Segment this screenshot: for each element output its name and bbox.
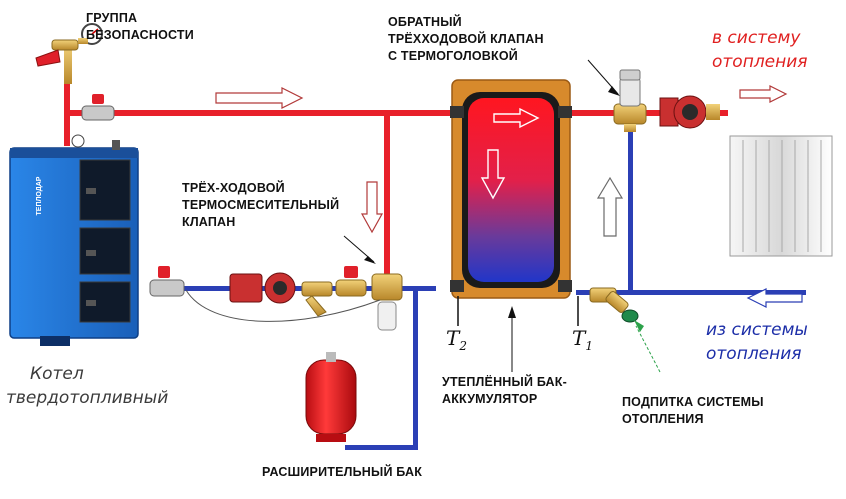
label-to-system-line2: отопления <box>712 52 808 72</box>
return-pipe-right <box>576 290 806 295</box>
label-tank: УТЕПЛЁННЫЙ БАК- АККУМУЛЯТОР <box>442 374 567 408</box>
boiler-gauge-icon <box>71 134 85 148</box>
label-tank-line1: УТЕПЛЁННЫЙ БАК- <box>442 375 567 389</box>
tank-flow-arrow-down <box>480 149 506 200</box>
label-boiler: Котел твердотопливный <box>6 362 168 410</box>
label-from-system-line2: отопления <box>706 344 802 364</box>
label-safety-group-line2: БЕЗОПАСНОСТИ <box>86 28 194 42</box>
label-mixing-valve-line2: ТЕРМОСМЕСИТЕЛЬНЫЙ <box>182 198 340 212</box>
flow-arrows-cold <box>746 288 803 308</box>
makeup-valve <box>589 287 639 323</box>
flow-arrow-up-right <box>596 176 624 237</box>
label-return-valve-line3: С ТЕРМОГОЛОВКОЙ <box>388 49 518 63</box>
radiator <box>729 135 833 257</box>
label-from-system-line1: из системы <box>706 320 808 340</box>
label-boiler-line1: Котел <box>30 364 84 384</box>
tank-flow-arrow-right <box>493 107 540 129</box>
ball-valve-hot <box>81 94 115 121</box>
hot-pipe-main <box>64 110 614 116</box>
label-safety-group-line1: ГРУППА <box>86 11 138 25</box>
label-to-system: в систему отопления <box>712 26 808 74</box>
flow-arrow-right-1 <box>215 87 304 109</box>
ball-valve-mix <box>335 266 367 297</box>
label-makeup-line1: ПОДПИТКА СИСТЕМЫ <box>622 395 764 409</box>
circulation-pump-top <box>659 95 720 129</box>
accumulator-tank <box>450 79 572 299</box>
sensor-t2-label: T2 <box>446 326 467 353</box>
label-mixing-valve: ТРЁХ-ХОДОВОЙ ТЕРМОСМЕСИТЕЛЬНЫЙ КЛАПАН <box>182 180 339 231</box>
safety-valve-icon <box>35 49 61 67</box>
safety-group <box>35 23 103 84</box>
strainer-filter <box>301 281 333 317</box>
sensor-capillary <box>185 289 381 322</box>
return-riser-right <box>628 126 633 292</box>
expansion-tank <box>305 352 357 442</box>
ball-valve-return <box>149 266 185 297</box>
label-mixing-valve-line3: КЛАПАН <box>182 215 236 229</box>
return-three-way-valve <box>613 69 647 132</box>
label-makeup: ПОДПИТКА СИСТЕМЫ ОТОПЛЕНИЯ <box>622 394 764 428</box>
label-boiler-line2: твердотопливный <box>6 388 169 408</box>
sensor-t1-label: T1 <box>572 326 593 353</box>
label-makeup-line2: ОТОПЛЕНИЯ <box>622 412 704 426</box>
label-tank-line2: АККУМУЛЯТОР <box>442 392 538 406</box>
boiler-brand: ТЕПЛОДАР <box>36 176 43 215</box>
makeup-handle-icon <box>621 309 639 323</box>
label-to-system-line1: в систему <box>712 28 801 48</box>
boiler <box>9 134 139 346</box>
flow-arrow-down-hot <box>360 181 384 234</box>
label-safety-group: ГРУППА БЕЗОПАСНОСТИ <box>86 10 194 44</box>
expansion-riser <box>413 288 418 450</box>
label-from-system: из системы отопления <box>706 318 808 366</box>
hot-pipe-drop <box>384 110 390 276</box>
flow-arrow-out <box>739 85 788 103</box>
flow-arrows <box>215 85 788 234</box>
flow-arrow-left-cold <box>746 288 803 308</box>
label-mixing-valve-line1: ТРЁХ-ХОДОВОЙ <box>182 181 285 195</box>
sensor-t1-letter: T <box>572 326 586 350</box>
sensor-t2-letter: T <box>446 326 460 350</box>
makeup-pointer <box>635 325 661 373</box>
label-return-valve-line2: ТРЁХХОДОВОЙ КЛАПАН <box>388 32 544 46</box>
label-expansion-tank: РАСШИРИТЕЛЬНЫЙ БАК <box>262 465 423 479</box>
mixing-valve <box>371 273 403 331</box>
sensor-t1-index: 1 <box>585 339 593 353</box>
label-return-valve-line1: ОБРАТНЫЙ <box>388 15 462 29</box>
circulation-pump-bottom <box>229 272 296 304</box>
label-return-valve: ОБРАТНЫЙ ТРЁХХОДОВОЙ КЛАПАН С ТЕРМОГОЛОВ… <box>388 14 544 65</box>
expansion-pipe <box>345 445 418 450</box>
sensor-t2-index: 2 <box>459 339 467 353</box>
